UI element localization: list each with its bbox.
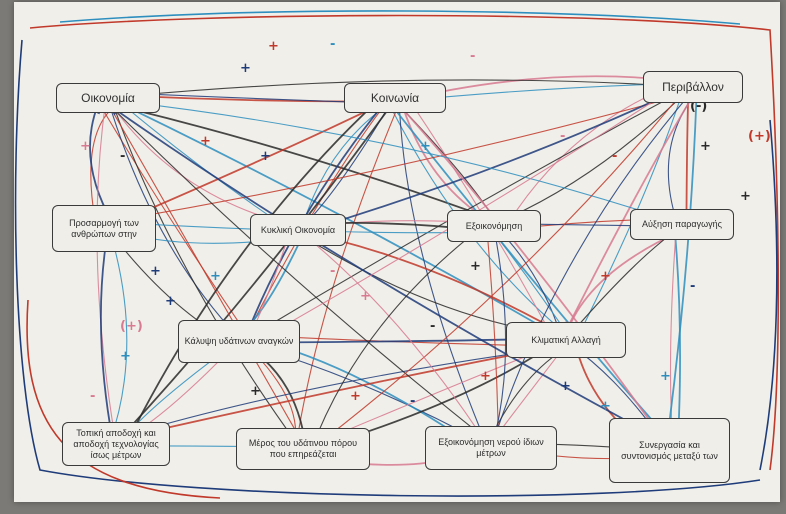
edge-sign: + — [420, 139, 431, 154]
causal-link — [563, 92, 696, 335]
edge-sign: - — [612, 149, 617, 164]
node-perivallon: Περιβάλλον — [643, 71, 743, 103]
edge-sign: + — [600, 399, 611, 414]
causal-link — [292, 94, 404, 453]
causal-link — [106, 101, 493, 445]
causal-link — [301, 232, 488, 446]
node-exoikonomisi: Εξοικονόμηση — [447, 210, 541, 242]
edge-sign: + — [350, 389, 361, 404]
edge-sign: - — [560, 129, 565, 144]
edge-sign: + — [150, 264, 161, 279]
edge-sign: + — [560, 379, 571, 394]
causal-link — [96, 92, 120, 450]
edge-sign: - — [90, 389, 95, 404]
causal-link — [565, 230, 682, 334]
edge-sign: - — [470, 49, 475, 64]
edge-sign: (+) — [748, 129, 771, 144]
causal-link — [309, 223, 487, 452]
edge-sign: + — [165, 294, 176, 309]
causal-link — [107, 92, 690, 225]
causal-link — [491, 225, 507, 449]
edge-sign: + — [480, 369, 491, 384]
causal-link — [401, 104, 488, 221]
node-prosarmogi: Προσαρμογή των ανθρώπων στην — [52, 205, 156, 252]
edge-sign: + — [470, 259, 481, 274]
border-loop — [29, 14, 780, 471]
causal-link — [298, 96, 395, 232]
causal-link — [107, 103, 304, 444]
node-koinonia: Κοινωνία — [344, 83, 446, 113]
node-kalypsi: Κάλυψη υδάτινων αναγκών — [178, 320, 300, 363]
border-loop — [59, 10, 741, 25]
edge-sign: + — [80, 139, 91, 154]
causal-link — [107, 101, 239, 338]
node-synergasia: Συνεργασία και συντονισμός μεταξύ των — [609, 418, 730, 483]
causal-link — [304, 80, 693, 456]
node-klimatiki-allagi: Κλιματική Αλλαγή — [506, 322, 626, 358]
causal-link — [302, 84, 689, 235]
edge-sign: + — [240, 61, 251, 76]
edge-sign: (+) — [120, 319, 143, 334]
edge-sign: + — [260, 149, 271, 164]
causal-link — [500, 91, 687, 222]
causal-link — [398, 100, 488, 446]
edge-sign: + — [360, 289, 371, 304]
edge-sign: - — [120, 149, 125, 164]
edge-sign: - — [410, 394, 415, 409]
causal-link — [113, 97, 398, 446]
edge-sign: + — [120, 349, 131, 364]
node-topiki-apodochi: Τοπική αποδοχή και αποδοχή τεχνολογίας ί… — [62, 422, 170, 466]
causal-link — [394, 100, 670, 448]
causal-link — [100, 232, 114, 440]
border-loop — [759, 119, 778, 471]
causal-link — [109, 79, 692, 99]
causal-link — [122, 90, 389, 452]
edge-sign: - — [430, 319, 435, 334]
edge-sign: + — [200, 134, 211, 149]
edge-sign: + — [250, 384, 261, 399]
causal-link — [116, 98, 674, 222]
causal-link — [109, 230, 128, 442]
edge-sign: + — [600, 269, 611, 284]
causal-link — [492, 92, 692, 443]
node-afxisi-paragogis: Αύξηση παραγωγής — [630, 209, 734, 240]
node-meros-ydatinou: Μέρος του υδάτινου πόρου που επηρεάζεται — [236, 428, 370, 470]
edge-sign: - — [690, 279, 695, 294]
causal-link — [99, 103, 248, 336]
causal-link — [118, 346, 564, 439]
edge-sign: - — [330, 37, 335, 52]
causal-link — [108, 104, 669, 444]
causal-link — [485, 224, 502, 450]
edge-sign: - — [330, 264, 335, 279]
causal-link — [664, 80, 703, 457]
edge-sign: + — [268, 39, 279, 54]
border-loop — [26, 299, 221, 499]
node-oikonomia: Οικονομία — [56, 83, 160, 113]
edge-sign: + — [740, 189, 751, 204]
edge-sign: + — [210, 269, 221, 284]
edge-sign: + — [700, 139, 711, 154]
border-loop — [14, 39, 761, 497]
node-kykliki-oikonomia: Κυκλική Οικονομία — [250, 214, 346, 246]
edge-sign: + — [660, 369, 671, 384]
node-exoikonomisi-nerou: Εξοικονόμηση νερού ίδιων μέτρων — [425, 426, 557, 470]
